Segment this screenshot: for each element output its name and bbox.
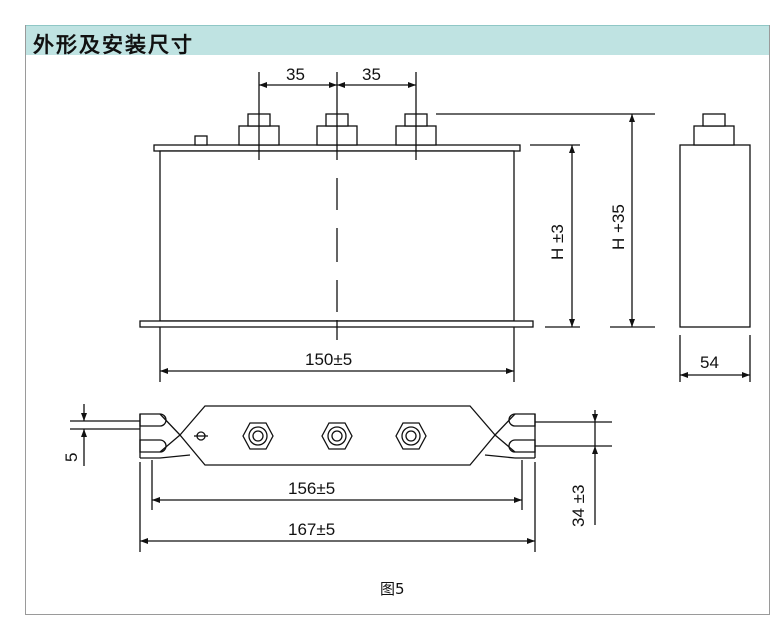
label-pitch-right: 35 (362, 65, 381, 84)
label-base-depth: 34 ±3 (569, 485, 588, 527)
front-view (139, 72, 655, 382)
small-stud (194, 135, 208, 146)
label-height-total: H +35 (609, 204, 628, 250)
label-mount-outer: 167±5 (288, 520, 335, 539)
nut-right (395, 422, 427, 450)
content-frame (25, 25, 770, 615)
label-mount-inner: 156±5 (288, 479, 335, 498)
section-title: 外形及安装尺寸 (33, 33, 194, 57)
label-side-depth: 54 (700, 353, 719, 372)
nut-center (321, 422, 353, 450)
label-body-width: 150±5 (305, 350, 352, 369)
label-pitch-left: 35 (286, 65, 305, 84)
label-mount-slot: 5 (62, 453, 81, 462)
side-view (679, 113, 751, 382)
label-height-tol: H ±3 (548, 224, 567, 260)
nut-left (242, 422, 274, 450)
figure-caption: 图5 (380, 580, 405, 598)
side-body (679, 144, 751, 328)
top-view (70, 404, 612, 552)
section-header: 外形及安装尺寸 (25, 25, 770, 57)
